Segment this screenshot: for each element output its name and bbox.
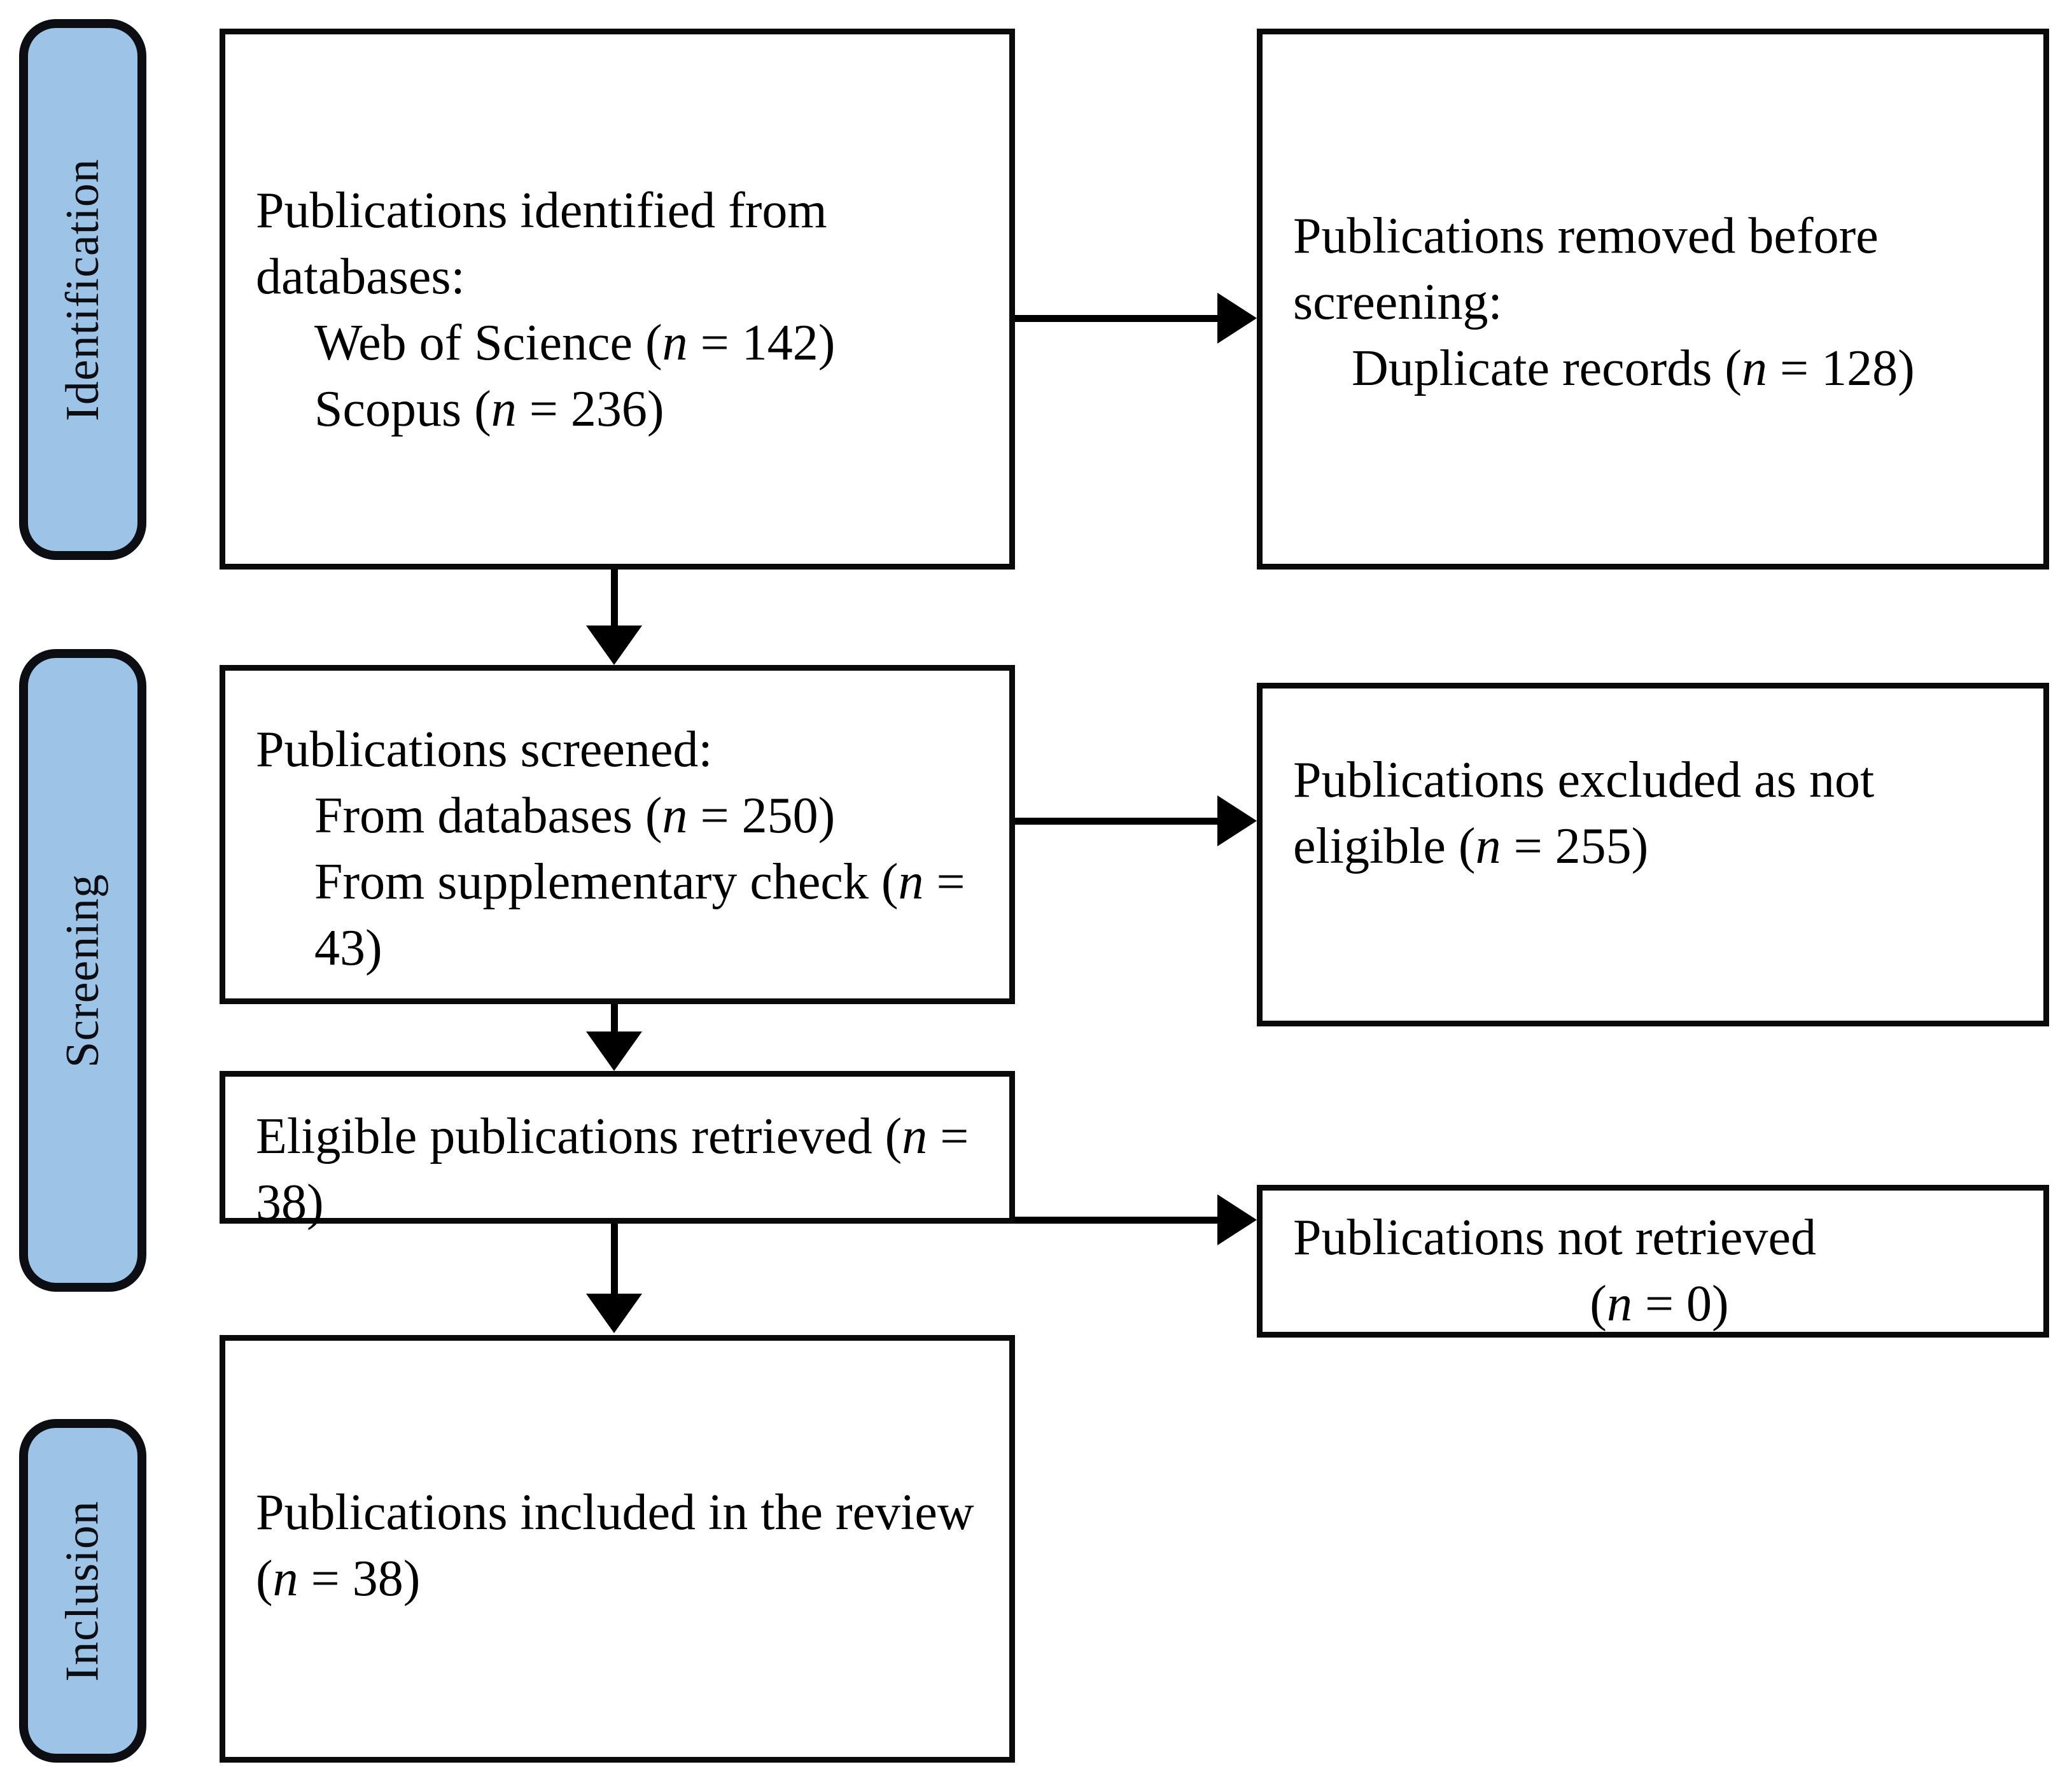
box-eligible-publications-retrieved: Eligible publications retrieved (n = 38) bbox=[220, 1071, 1015, 1231]
not-retrieved-heading: Publications not retrieved bbox=[1293, 1210, 1817, 1266]
identified-item-scopus: Scopus (n = 236) bbox=[314, 381, 664, 437]
screened-heading: Publications screened: bbox=[256, 722, 713, 778]
stage-label-screening: Screening bbox=[56, 873, 109, 1068]
box-publications-excluded: Publications excluded as not eligible (n… bbox=[1257, 683, 2049, 1026]
stage-pill-inclusion: Inclusion bbox=[19, 1419, 146, 1763]
removed-heading: Publications removed before screening: bbox=[1293, 208, 1879, 330]
connector-screened-to-excluded-arrowhead bbox=[1217, 795, 1257, 846]
box-publications-removed: Publications removed before screening: D… bbox=[1257, 29, 2049, 570]
included-text: Publications included in the review (n =… bbox=[256, 1485, 974, 1607]
connector-screened-to-excluded bbox=[1015, 818, 1219, 825]
connector-identified-to-screened-arrowhead bbox=[586, 626, 642, 665]
stage-pill-screening: Screening bbox=[19, 649, 146, 1292]
box-publications-screened: Publications screened: From databases (n… bbox=[220, 665, 1015, 1004]
screened-item-from-databases: From databases (n = 250) bbox=[314, 788, 836, 844]
box-publications-not-retrieved: Publications not retrieved (n = 0) bbox=[1257, 1185, 2049, 1338]
connector-retrieved-to-included-arrowhead bbox=[586, 1294, 642, 1333]
not-retrieved-count: (n = 0) bbox=[1590, 1276, 1729, 1332]
connector-retrieved-to-not-retrieved-arrowhead bbox=[1217, 1194, 1257, 1245]
box-publications-included: Publications included in the review (n =… bbox=[220, 1335, 1015, 1763]
connector-screened-to-retrieved bbox=[611, 1004, 618, 1033]
connector-identified-to-removed bbox=[1015, 315, 1219, 322]
box-publications-identified: Publications identified from databases: … bbox=[220, 29, 1015, 570]
connector-retrieved-to-not-retrieved bbox=[1015, 1217, 1219, 1224]
stage-pill-identification: Identification bbox=[19, 19, 146, 560]
removed-item-duplicate-records: Duplicate records (n = 128) bbox=[1352, 340, 1915, 396]
connector-retrieved-to-included bbox=[611, 1224, 618, 1295]
screened-item-from-supplementary-check: From supplementary check (n = 43) bbox=[314, 854, 965, 976]
stage-label-inclusion: Inclusion bbox=[56, 1500, 109, 1682]
excluded-text: Publications excluded as not eligible (n… bbox=[1293, 752, 1875, 874]
connector-identified-to-removed-arrowhead bbox=[1217, 293, 1257, 344]
connector-screened-to-retrieved-arrowhead bbox=[586, 1031, 642, 1071]
stage-label-identification: Identification bbox=[56, 158, 109, 421]
retrieved-text: Eligible publications retrieved (n = 38) bbox=[256, 1108, 969, 1231]
connector-identified-to-screened bbox=[611, 570, 618, 627]
identified-heading: Publications identified from databases: bbox=[256, 183, 827, 305]
identified-item-web-of-science: Web of Science (n = 142) bbox=[314, 315, 836, 371]
